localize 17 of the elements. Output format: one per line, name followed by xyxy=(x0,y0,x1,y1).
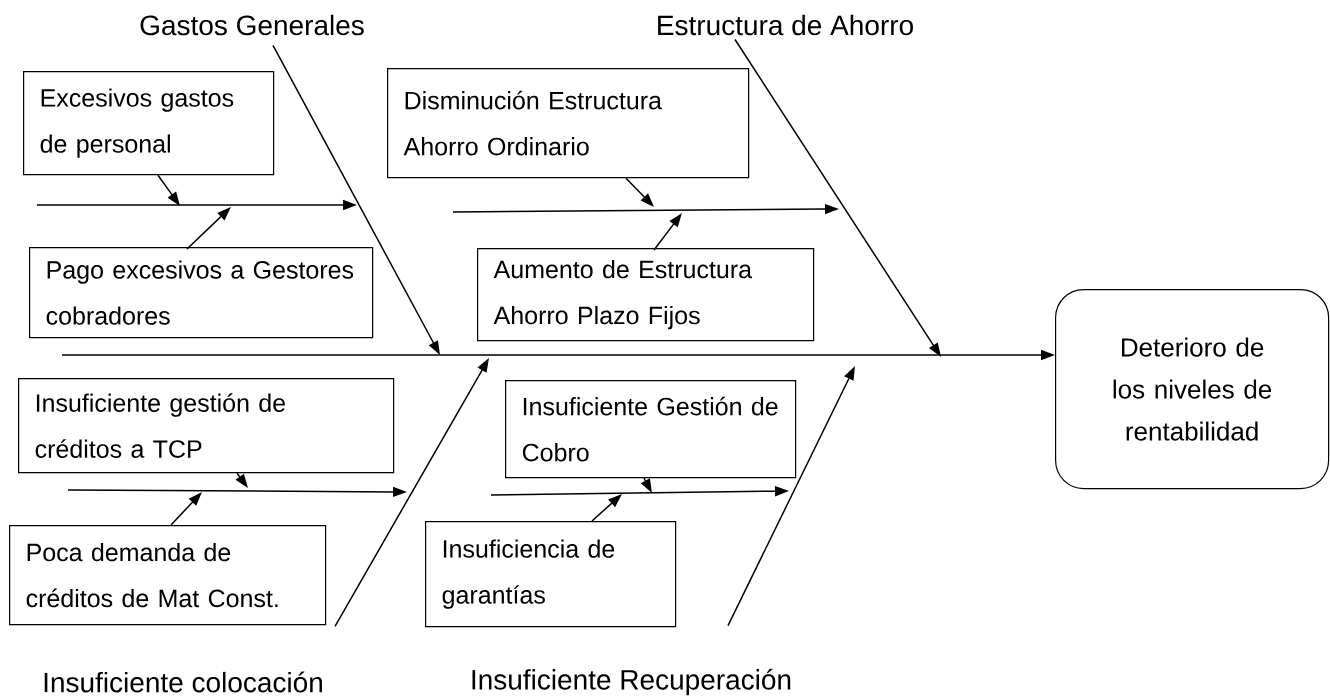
category-label: Insuficiente colocación xyxy=(44,671,322,693)
cause-box: Excesivos gastos de personal xyxy=(23,71,275,176)
cause-box: Insuficiencia de garantías xyxy=(425,521,677,628)
arrow xyxy=(186,207,231,250)
category-label: Estructura de Ahorro xyxy=(658,14,913,36)
cause-box: Disminución Estructura Ahorro Ordinario xyxy=(387,68,750,179)
cause-box: Insuficiente gestión de créditos a TCP xyxy=(18,378,395,474)
cause-box: Poca demanda de créditos de Mat Const. xyxy=(9,525,327,626)
category-label: Gastos Generales xyxy=(140,14,364,36)
cause-box: Aumento de Estructura Ahorro Plazo Fijos xyxy=(477,248,815,342)
effect-box: Deterioro de los niveles de rentabilidad xyxy=(1055,289,1330,490)
arrow xyxy=(625,177,654,207)
cause-box: Insuficiente Gestión de Cobro xyxy=(505,380,797,479)
category-label: Insuficiente Recuperación xyxy=(472,668,791,696)
arrow xyxy=(591,494,622,522)
arrow xyxy=(170,492,202,526)
cause-box: Pago excesivos a Gestores cobradores xyxy=(29,247,374,339)
